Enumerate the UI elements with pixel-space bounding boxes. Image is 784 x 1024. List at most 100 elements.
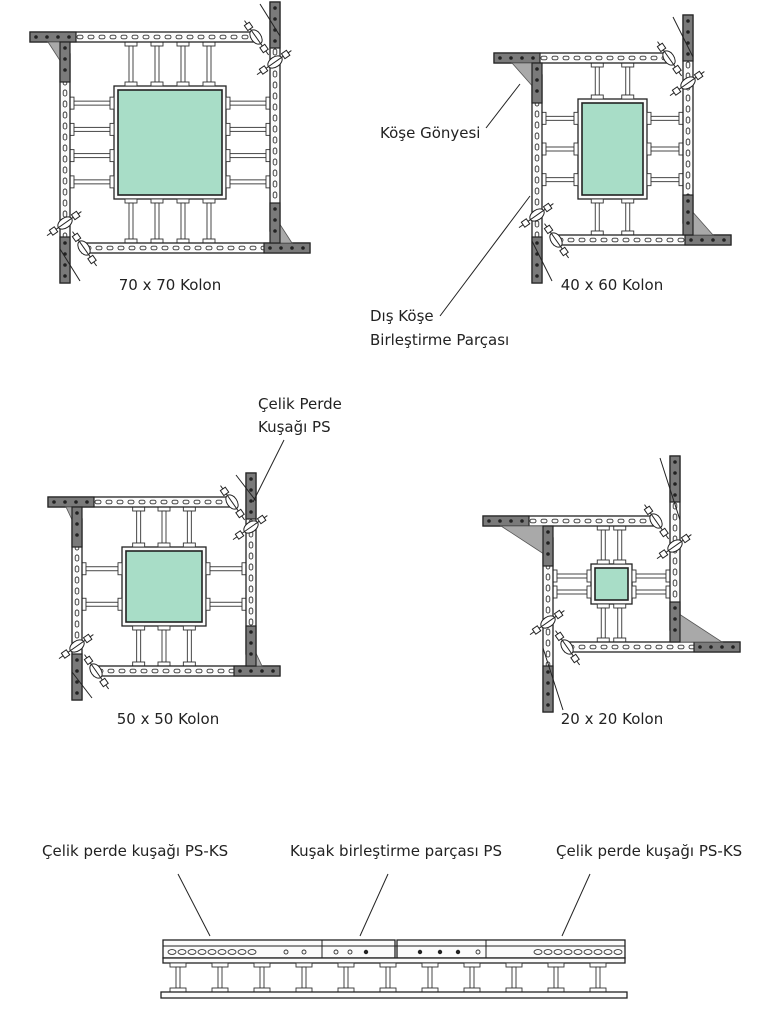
slot-hole: [603, 949, 613, 955]
slot-hole: [128, 245, 136, 251]
slot-hole: [237, 949, 247, 955]
plywood-panel: [160, 991, 628, 999]
beam-web: [635, 573, 667, 579]
slot-hole: [105, 499, 113, 505]
clamp-wedge: [87, 254, 97, 265]
slot-hole: [272, 169, 278, 177]
slot-hole: [672, 590, 678, 598]
beam-web: [229, 100, 267, 106]
slot-hole: [62, 111, 68, 119]
beam-flange: [117, 562, 123, 576]
beam-flange: [117, 597, 123, 611]
slot-hole: [177, 949, 187, 955]
beam-web: [617, 529, 623, 561]
bolt: [273, 17, 277, 21]
beam-flange: [157, 542, 171, 548]
clamp-wedge: [234, 530, 245, 540]
slot-hole: [62, 155, 68, 163]
beam-web: [73, 153, 111, 159]
slot-hole: [639, 518, 647, 524]
clamp-wedge: [71, 232, 82, 243]
bolt: [546, 703, 550, 707]
beam-web: [545, 146, 575, 152]
slot-hole: [139, 245, 147, 251]
bolt: [686, 30, 690, 34]
bolt: [546, 530, 550, 534]
beam-web: [73, 126, 111, 132]
label-bottom-left: Çelik perde kuşağı PS-KS: [42, 842, 228, 860]
bolt: [531, 56, 535, 60]
slot-hole: [62, 89, 68, 97]
slot-hole: [584, 55, 592, 61]
slot-hole: [62, 144, 68, 152]
slot-hole: [217, 949, 227, 955]
wedge-clamp: [518, 202, 554, 229]
bolt: [63, 57, 67, 61]
bolt: [722, 238, 726, 242]
bolt: [673, 493, 677, 497]
wedge-clamp: [656, 41, 683, 77]
bolt: [63, 263, 67, 267]
beam-web: [154, 45, 160, 83]
beam-web: [161, 510, 167, 544]
slot-hole: [216, 245, 224, 251]
bolt: [673, 628, 677, 632]
slot-hole: [562, 518, 570, 524]
slot-hole: [98, 34, 106, 40]
beam-flange: [596, 559, 610, 565]
slot-hole: [116, 499, 124, 505]
slot-hole: [685, 94, 691, 102]
clamp-wedge: [258, 65, 269, 75]
clamp-wedge: [70, 210, 81, 221]
slot-hole: [186, 34, 194, 40]
bolt: [290, 246, 294, 250]
beam-flange: [225, 175, 231, 189]
bolt: [249, 477, 253, 481]
beam-flange: [646, 111, 652, 125]
bolt: [268, 246, 272, 250]
bolt: [74, 500, 78, 504]
slot-hole: [248, 574, 254, 582]
slot-hole: [622, 237, 630, 243]
beam-flange: [109, 96, 115, 110]
slot-hole: [131, 34, 139, 40]
bolt: [535, 274, 539, 278]
slot-hole: [272, 70, 278, 78]
slot-hole: [207, 949, 217, 955]
bolt: [273, 39, 277, 43]
slot-hole: [545, 606, 551, 614]
slot-hole: [74, 565, 80, 573]
slot-hole: [272, 136, 278, 144]
slot-hole: [272, 158, 278, 166]
wedge-clamp: [232, 514, 268, 541]
slot-hole: [685, 105, 691, 113]
bolt: [535, 78, 539, 82]
slot-hole: [118, 668, 126, 674]
bolt: [546, 541, 550, 545]
beam-flange: [225, 96, 231, 110]
slot-hole: [272, 92, 278, 100]
bolt: [437, 949, 443, 955]
slot-hole: [248, 552, 254, 560]
bolt: [249, 630, 253, 634]
beam-flange: [225, 122, 231, 136]
bolt: [700, 238, 704, 242]
clamp-wedge: [559, 246, 569, 257]
slot-hole: [193, 499, 201, 505]
slot-hole: [87, 34, 95, 40]
slot-hole: [62, 166, 68, 174]
slot-hole: [219, 34, 227, 40]
beam-web: [209, 566, 243, 572]
beam-web: [180, 202, 186, 240]
beam-web: [229, 153, 267, 159]
corner-bracket: [71, 653, 83, 701]
clamp-wedge: [83, 655, 94, 666]
beam-flange: [631, 569, 637, 583]
bolt: [249, 652, 253, 656]
slot-hole: [617, 55, 625, 61]
caption-40x60: 40 x 60 Kolon: [561, 276, 663, 294]
wedge-clamp: [46, 210, 82, 237]
beam-flange: [202, 81, 216, 87]
bolt: [249, 510, 253, 514]
slot-hole: [151, 668, 159, 674]
